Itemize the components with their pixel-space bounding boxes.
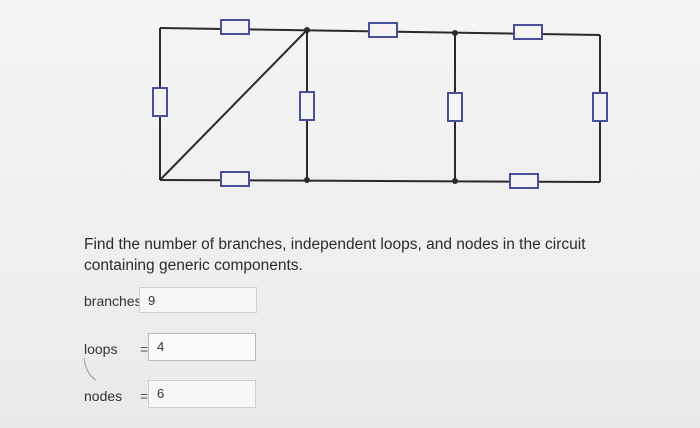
node-dot xyxy=(304,27,310,33)
circuit-diagram xyxy=(152,19,608,189)
branches-value: 9 xyxy=(148,293,156,308)
question-text: Find the number of branches, independent… xyxy=(84,236,586,274)
component-box xyxy=(368,22,398,38)
component-box xyxy=(509,173,539,189)
branches-input[interactable]: 9 xyxy=(139,287,257,313)
component-box xyxy=(299,91,315,121)
loops-value: 4 xyxy=(157,339,165,354)
circuit-nodes xyxy=(304,27,458,184)
loops-row: loops = xyxy=(84,341,344,367)
component-box xyxy=(592,92,608,122)
component-box xyxy=(447,92,463,122)
node-dot xyxy=(452,178,458,184)
nodes-value: 6 xyxy=(157,386,165,401)
loops-label: loops xyxy=(84,341,118,357)
nodes-row: nodes = xyxy=(84,388,344,414)
branches-label: branches xyxy=(84,293,142,309)
nodes-equals: = xyxy=(140,388,149,404)
component-box xyxy=(220,171,250,187)
loops-input[interactable]: 4 xyxy=(148,333,256,361)
pen-stroke-icon xyxy=(83,357,97,381)
nodes-label: nodes xyxy=(84,388,123,404)
circuit-wires xyxy=(159,27,601,183)
loops-equals: = xyxy=(140,341,149,357)
component-box xyxy=(152,87,168,117)
circuit-components xyxy=(152,19,608,189)
node-dot xyxy=(452,30,458,36)
component-box xyxy=(513,24,543,40)
component-box xyxy=(220,19,250,35)
node-dot xyxy=(304,177,310,183)
nodes-input[interactable]: 6 xyxy=(148,380,256,408)
